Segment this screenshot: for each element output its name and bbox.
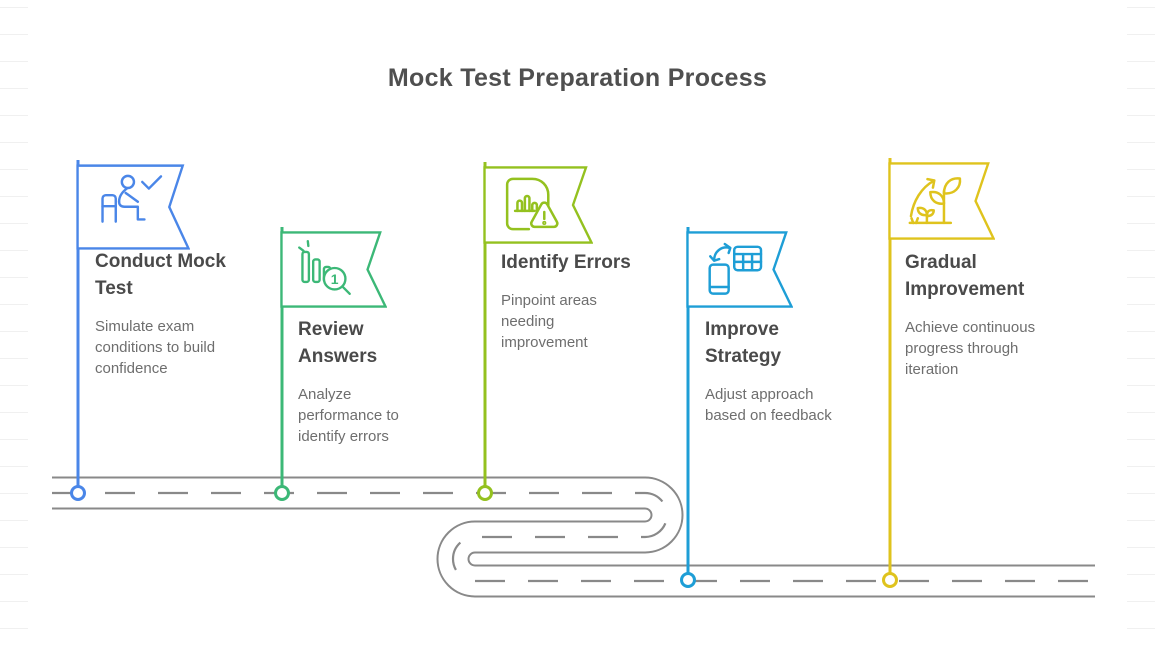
step-description: Analyze performance to identify errors xyxy=(298,386,399,445)
person-taking-test-icon xyxy=(101,174,163,223)
road-surface xyxy=(37,478,1110,596)
step-5-road-marker xyxy=(882,572,898,588)
step-description: Simulate exam conditions to build confid… xyxy=(95,318,216,377)
step-title: Identify Errors xyxy=(501,252,631,273)
ruled-lines-left xyxy=(0,7,28,645)
step-3: Identify Errors Pinpoint areas needing i… xyxy=(483,166,663,416)
step-title: Gradual Improvement xyxy=(905,252,1025,300)
step-description: Achieve continuous progress through iter… xyxy=(905,319,1036,378)
bar-chart-magnifier-icon: 1 xyxy=(298,239,351,295)
road xyxy=(37,476,1110,598)
step-2-road-marker xyxy=(274,485,290,501)
step-2: 1 Review Answers Analyze performance to … xyxy=(280,231,460,481)
road-center-dashes xyxy=(52,491,1095,583)
device-table-sync-icon xyxy=(708,242,763,295)
ruled-lines-right xyxy=(1127,7,1155,645)
road-markers xyxy=(70,485,898,588)
step-4-road-marker xyxy=(680,572,696,588)
plant-growth-icon xyxy=(908,177,962,225)
page-title: Mock Test Preparation Process xyxy=(387,64,768,92)
step-title: Review Answers xyxy=(298,319,378,367)
step-4: Improve Strategy Adjust approach based o… xyxy=(686,231,866,481)
step-1-road-marker xyxy=(70,485,86,501)
step-3-road-marker xyxy=(477,485,493,501)
flag-shape xyxy=(889,163,993,238)
step-title: Improve Strategy xyxy=(705,319,782,367)
step-5: Gradual Improvement Achieve continuous p… xyxy=(888,162,1088,412)
report-warning-icon xyxy=(505,177,559,231)
step-description: Adjust approach based on feedback xyxy=(705,386,832,424)
flag-banner xyxy=(888,162,995,240)
magnifier-badge: 1 xyxy=(331,271,339,287)
step-title: Conduct Mock Test xyxy=(95,251,226,299)
step-description: Pinpoint areas needing improvement xyxy=(501,292,597,351)
step-1: Conduct Mock Test Simulate exam conditio… xyxy=(76,164,276,414)
